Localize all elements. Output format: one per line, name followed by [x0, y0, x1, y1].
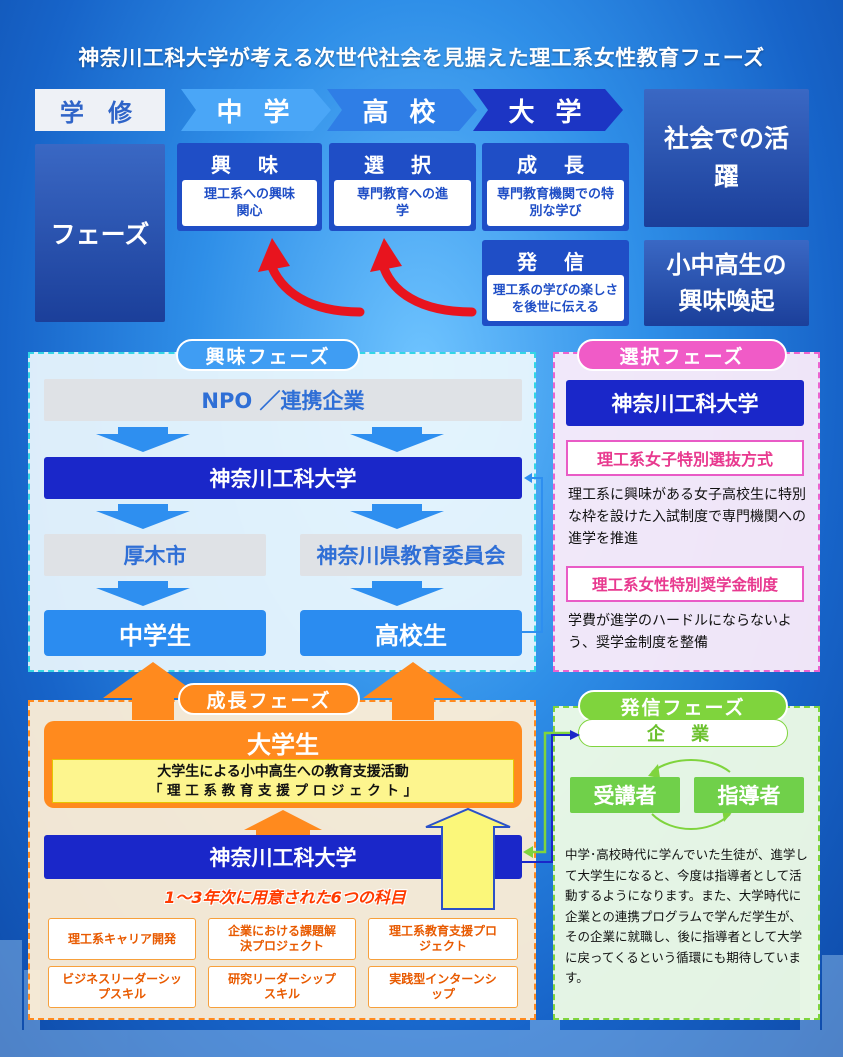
- down-arrows-layer: [96, 427, 444, 606]
- down-arrow: [96, 427, 190, 452]
- phase-card-select: 選 択 専門教育への進学: [329, 143, 476, 231]
- hs-student-box: 高校生: [300, 610, 522, 656]
- scholarship-desc: 学費が進学のハードルにならないよう、奨学金制度を整備: [568, 613, 792, 651]
- down-arrow: [96, 581, 190, 606]
- univ-student-title: 大学生: [247, 731, 319, 759]
- phase-card-title: 発 信: [517, 250, 594, 274]
- send-phase-zone: [553, 706, 820, 1020]
- down-arrow: [350, 504, 444, 529]
- course-item: 実践型インターンシップ: [368, 966, 518, 1008]
- company-box: 企 業: [578, 719, 788, 747]
- course-item: 研究リーダーシップスキル: [208, 966, 356, 1008]
- select-university-box: 神奈川工科大学: [566, 380, 804, 426]
- female-selection-exam-desc: 理工系に興味がある女子高校生に特別な枠を設けた入試制度で専門機関への進学を推進: [568, 487, 806, 547]
- select-phase-label: 選択フェーズ: [577, 339, 787, 371]
- jhs-student-box: 中学生: [44, 610, 266, 656]
- support-activity-line2: 「 理 工 系 教 育 支 援 プ ロ ジ ェ ク ト 」: [148, 783, 418, 799]
- send-description: 中学･高校時代に学んでいた生徒が、進学して大学生になると、今度は指導者として活動…: [565, 847, 808, 985]
- learner-box: 受講者: [570, 777, 680, 813]
- city-skyline-background: [0, 930, 843, 1057]
- phase-card-desc: 理工系の学びの楽しさを後世に伝える: [487, 275, 624, 321]
- stage-chevron-jhs: 中 学: [181, 89, 331, 131]
- orange-up-arrow-right: [363, 662, 463, 720]
- learning-label: 学 修: [35, 89, 165, 131]
- red-curve-arrow-right: [377, 257, 477, 317]
- phase-card-title: 興 味: [211, 153, 288, 177]
- page-title: 神奈川工科大学が考える次世代社会を見据えた理工系女性教育フェーズ: [78, 46, 765, 70]
- course-item: 企業における課題解決プロジェクト: [208, 918, 356, 960]
- orange-up-arrow-left: [103, 662, 203, 720]
- course-item: 理工系教育支援プロジェクト: [368, 918, 518, 960]
- orange-up-arrow-small: [244, 810, 322, 830]
- red-curve-arrows: [258, 238, 477, 317]
- interest-phase-label: 興味フェーズ: [176, 339, 360, 371]
- support-activity-line1: 大学生による小中高生への教育支援活動: [157, 764, 409, 780]
- interest-awaken-box: 小中高生の興味喚起: [644, 240, 809, 326]
- instructor-box: 指導者: [694, 777, 804, 813]
- society-activity-box: 社会での活躍: [644, 89, 809, 227]
- up-arrows-layer: [103, 662, 463, 838]
- course-item: ビジネスリーダーシップスキル: [48, 966, 196, 1008]
- send-phase-label: 発信フェーズ: [578, 690, 788, 722]
- support-activity-box: 大学生による小中高生への教育支援活動 「 理 工 系 教 育 支 援 プ ロ ジ…: [52, 759, 514, 803]
- stage-chevron-univ: 大 学: [473, 89, 623, 131]
- phase-card-growth: 成 長 専門教育機関での特別な学び: [482, 143, 629, 231]
- red-curve-arrow-left: [265, 257, 365, 317]
- phase-card-send: 発 信 理工系の学びの楽しさを後世に伝える: [482, 240, 629, 326]
- atsugi-city-box: 厚木市: [44, 534, 266, 576]
- red-arrowhead-right: [370, 238, 402, 272]
- univ-student-box: 大学生 大学生による小中高生への教育支援活動 「 理 工 系 教 育 支 援 プ…: [44, 721, 522, 808]
- phase-card-title: 成 長: [517, 153, 594, 177]
- kanagawa-board-box: 神奈川県教育委員会: [300, 534, 522, 576]
- phase-label: フェーズ: [35, 144, 165, 322]
- npo-partner-box: NPO ／連携企業: [44, 379, 522, 421]
- interest-university-box: 神奈川工科大学: [44, 457, 522, 499]
- red-arrowhead-left: [258, 238, 290, 272]
- phase-card-title: 選 択: [364, 153, 441, 177]
- courses-title: 1～3年次に用意された6つの科目: [164, 888, 406, 907]
- down-arrow: [350, 427, 444, 452]
- phase-card-desc: 専門教育への進学: [334, 180, 471, 226]
- phase-card-desc: 専門教育機関での特別な学び: [487, 180, 624, 226]
- growth-phase-label: 成長フェーズ: [178, 683, 360, 715]
- female-selection-exam-title: 理工系女子特別選抜方式: [566, 440, 804, 476]
- stage-chevron-hs: 高 校: [327, 89, 477, 131]
- scholarship-title: 理工系女性特別奨学金制度: [566, 566, 804, 602]
- course-item: 理工系キャリア開発: [48, 918, 196, 960]
- down-arrow: [96, 504, 190, 529]
- yellow-up-arrow: [425, 807, 511, 910]
- phase-card-interest: 興 味 理工系への興味関心: [177, 143, 322, 231]
- down-arrow: [350, 581, 444, 606]
- phase-card-desc: 理工系への興味関心: [182, 180, 317, 226]
